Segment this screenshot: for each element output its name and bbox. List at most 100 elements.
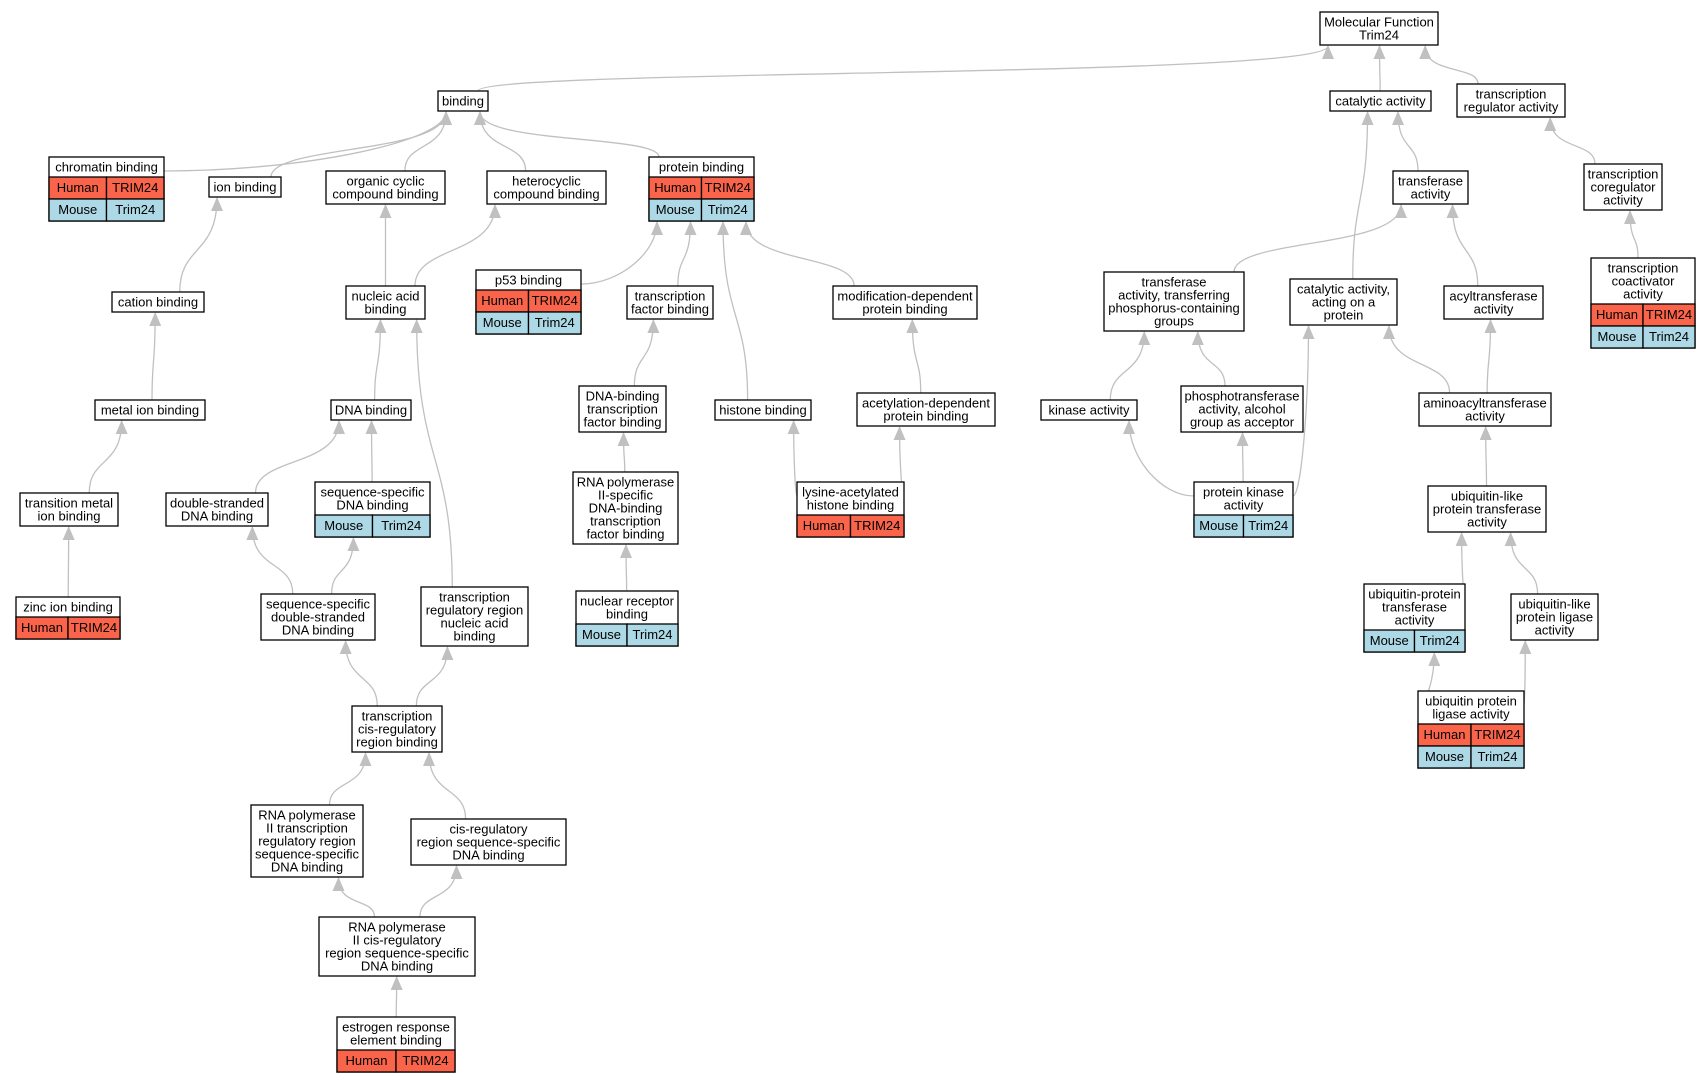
node-label-line: acting on a [1312, 295, 1376, 310]
edge-rna-pol2-specific-tf-binding-to-dna-binding-tf-binding [617, 432, 630, 473]
node-label-line: ubiquitin-like [1518, 597, 1590, 612]
edge-seq-specific-ds-dna-binding-to-double-stranded-dna-binding [246, 526, 294, 595]
node-label-line: activity [1467, 515, 1507, 530]
node-histone-binding[interactable]: histone binding [714, 399, 812, 421]
node-label-line: region sequence-specific [325, 946, 469, 961]
node-label-line: protein binding [862, 302, 947, 317]
node-label-line: aminoacyltransferase [1423, 396, 1547, 411]
node-label-line: transcription [1476, 87, 1547, 102]
node-label-line: DNA binding [282, 623, 354, 638]
node-catalytic-activity[interactable]: catalytic activity [1329, 90, 1432, 112]
edge-nuclear-receptor-binding-to-rna-pol2-specific-tf-binding [620, 544, 633, 592]
mouse-annotation-cell [371, 514, 431, 538]
node-label-line: ubiquitin protein [1425, 694, 1517, 709]
node-label-line: transferase [1398, 174, 1463, 189]
node-box [351, 705, 443, 753]
node-label-line: DNA binding [335, 403, 407, 418]
node-label-line: chromatin binding [55, 160, 158, 175]
mouse-gene-label: Trim24 [381, 518, 421, 533]
node-label-line: ligase activity [1432, 707, 1510, 722]
node-label-line: activity [1603, 193, 1643, 208]
human-species-label: Human [803, 518, 845, 533]
node-label-line: group as acceptor [1190, 415, 1295, 430]
mouse-species-label: Mouse [324, 518, 363, 533]
edge-transcription-regulatory-region-na-binding-to-nucleic-acid-binding [410, 319, 453, 588]
node-label-line: binding [442, 94, 484, 109]
node-box [1443, 285, 1544, 320]
node-cation-binding[interactable]: cation binding [111, 291, 205, 313]
node-label-line: activity [1395, 613, 1435, 628]
node-label-line: phosphotransferase [1185, 389, 1300, 404]
node-label-line: II cis-regulatory [353, 933, 442, 948]
node-ubiquitin-protein-transferase[interactable]: ubiquitin-proteintransferaseactivityMous… [1363, 583, 1466, 653]
node-label-line: acyltransferase [1449, 289, 1537, 304]
node-kinase-activity[interactable]: kinase activity [1040, 399, 1138, 421]
node-box [330, 399, 412, 421]
node-label-line: ion binding [214, 180, 277, 195]
node-label-line: ubiquitin-like [1451, 489, 1523, 504]
mouse-annotation-cell [626, 623, 679, 647]
node-ion-binding[interactable]: ion binding [208, 176, 282, 198]
human-gene-label: TRIM24 [705, 180, 751, 195]
edge-protein-kinase-activity-to-catalytic-activity-on-protein [1292, 325, 1315, 497]
human-gene-label: TRIM24 [71, 620, 117, 635]
node-label-line: activity [1224, 498, 1264, 513]
node-label-line: transcription [1608, 261, 1679, 276]
node-metal-ion-binding[interactable]: metal ion binding [94, 399, 206, 421]
node-label-line: DNA binding [336, 498, 408, 513]
human-gene-label: TRIM24 [1646, 307, 1692, 322]
node-box [832, 285, 978, 320]
mouse-species-label: Mouse [483, 315, 522, 330]
mouse-annotation-cell [1413, 629, 1466, 653]
node-rna-pol2-specific-tf-binding[interactable]: RNA polymeraseII-specificDNA-bindingtran… [572, 471, 679, 545]
edge-seq-specific-ds-dna-binding-to-sequence-specific-dna-binding [330, 537, 360, 595]
mouse-annotation-cell [105, 198, 165, 222]
node-label-line: p53 binding [495, 273, 562, 288]
node-dna-binding[interactable]: DNA binding [330, 399, 412, 421]
node-box [318, 916, 476, 977]
edge-phosphotransferase-alcohol-to-transferase-phosphorus [1191, 331, 1226, 387]
node-box [572, 471, 679, 545]
node-binding[interactable]: binding [437, 90, 489, 112]
mouse-gene-label: Trim24 [708, 202, 748, 217]
